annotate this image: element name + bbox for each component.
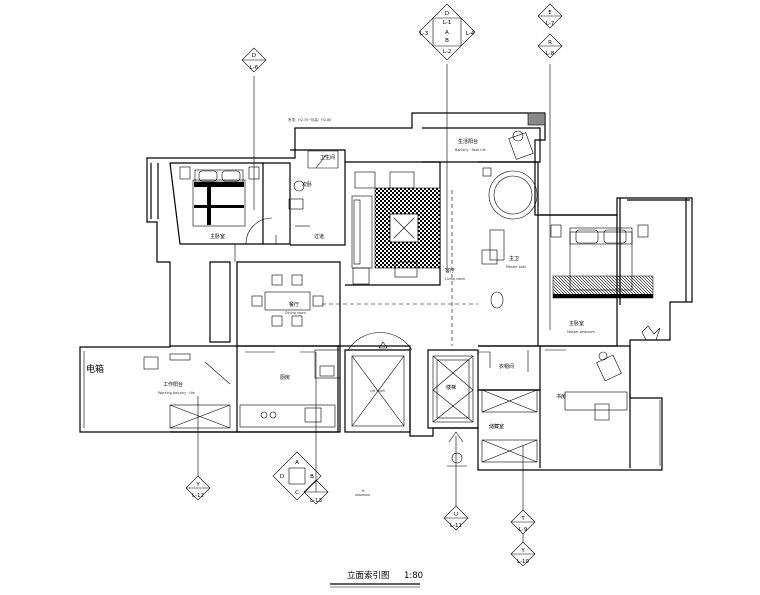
- svg-text:U: U: [454, 512, 458, 518]
- room-labels: 主卧室 次卧 卫生间 过道 客厅 Living room 生活阳台 Balcon…: [86, 117, 596, 496]
- room-sub-dining: Dining room: [285, 311, 306, 315]
- north-marker: N: [362, 489, 365, 493]
- bedroom-right: [550, 224, 661, 341]
- room-label-closet: 衣帽间: [499, 363, 514, 370]
- svg-text:A: A: [295, 460, 299, 466]
- kitchen: [239, 349, 341, 428]
- drawing-scale: 1:80: [404, 571, 423, 581]
- svg-text:A: A: [445, 30, 449, 36]
- room-sub-bath-right: Master bath: [506, 265, 526, 269]
- room-label-balcony-top: 生活阳台: [458, 138, 478, 145]
- room-label-kitchen: 厨房: [280, 374, 290, 381]
- index-symbol-d-l6: D L-6: [241, 47, 267, 210]
- balcony-top: [508, 130, 534, 160]
- room-label-hall: 过道: [314, 233, 324, 240]
- index-symbol-y-l10: Y L-10: [510, 534, 536, 567]
- svg-text:L-8: L-8: [546, 51, 555, 57]
- room-label-secondary-bed: 次卧: [302, 181, 312, 188]
- index-symbol-u-l11: U L-11: [443, 431, 469, 531]
- room-label-bath-top: 卫生间: [320, 154, 335, 161]
- index-symbol-bottom-abcd: A D B C L-13: [272, 352, 329, 505]
- svg-text:D: D: [445, 11, 449, 17]
- room-sub-balcony-top: Balcony · floor tile: [455, 148, 486, 152]
- svg-text:C: C: [295, 490, 299, 496]
- index-symbol-y-l12: Y L-12: [185, 396, 211, 501]
- index-symbol-t-l9: T L-9: [510, 446, 536, 535]
- svg-text:L-2: L-2: [443, 49, 451, 55]
- room-label-study-bed: 主卧室: [569, 320, 584, 327]
- dining-area: [251, 190, 478, 346]
- room-label-elevator: Lift shaft: [370, 389, 385, 393]
- room-sub-living: Living room: [445, 277, 466, 281]
- room-label-master-bed: 主卧室: [210, 233, 225, 240]
- svg-text:L-13: L-13: [310, 498, 322, 504]
- stair-core: [432, 355, 474, 423]
- bathroom-top: [288, 150, 339, 227]
- svg-text:L-3: L-3: [420, 31, 429, 37]
- outer-walls: [79, 112, 693, 471]
- svg-text:L-4: L-4: [466, 31, 475, 37]
- living-room: [351, 171, 441, 285]
- closet: [478, 350, 538, 463]
- drawing-title: 立面索引图: [347, 570, 390, 581]
- study: [545, 349, 628, 421]
- svg-text:L-12: L-12: [192, 493, 204, 499]
- room-label-dining: 餐厅: [289, 301, 299, 308]
- svg-text:L-7: L-7: [546, 21, 555, 27]
- room-sub-utility: Working balcony · tile: [158, 391, 195, 395]
- svg-text:B: B: [310, 474, 314, 480]
- svg-text:L-9: L-9: [519, 527, 528, 533]
- room-label-storage: 储藏室: [489, 423, 504, 430]
- svg-text:E: E: [548, 10, 552, 16]
- room-label-bath-right: 主卫: [509, 255, 519, 262]
- title-block: 立面索引图 1:80: [330, 570, 423, 588]
- room-sub-study-bed: Master bedroom: [567, 330, 596, 334]
- svg-text:D: D: [252, 53, 256, 59]
- index-symbol-e-r: E L-7 R L-8: [537, 3, 563, 330]
- svg-text:L-11: L-11: [450, 523, 462, 529]
- utility-balcony: [143, 353, 231, 429]
- svg-text:Y: Y: [520, 548, 525, 554]
- svg-text:R: R: [548, 40, 552, 46]
- room-label-living: 客厅: [445, 267, 455, 274]
- svg-text:L-6: L-6: [250, 65, 259, 71]
- ceiling-note: 吊顶：H2.70~标高：H2.80: [288, 117, 331, 122]
- room-label-study: 书房: [556, 393, 566, 400]
- equipment-label: 电箱: [86, 363, 104, 375]
- elevator-core: [347, 332, 413, 427]
- svg-text:L-10: L-10: [517, 559, 529, 565]
- svg-text:T: T: [520, 516, 525, 522]
- room-label-utility: 工作阳台: [163, 381, 183, 388]
- svg-text:B: B: [445, 38, 449, 44]
- bedroom-top-left: [179, 166, 273, 245]
- svg-text:D: D: [280, 474, 284, 480]
- bathroom-right: [481, 167, 538, 309]
- room-label-stair: 楼梯: [446, 384, 456, 391]
- index-symbol-top-abcd: D L-1 L-3 A L-4 B L-2: [418, 3, 476, 268]
- svg-text:L-1: L-1: [443, 20, 451, 26]
- svg-text:Y: Y: [195, 482, 200, 488]
